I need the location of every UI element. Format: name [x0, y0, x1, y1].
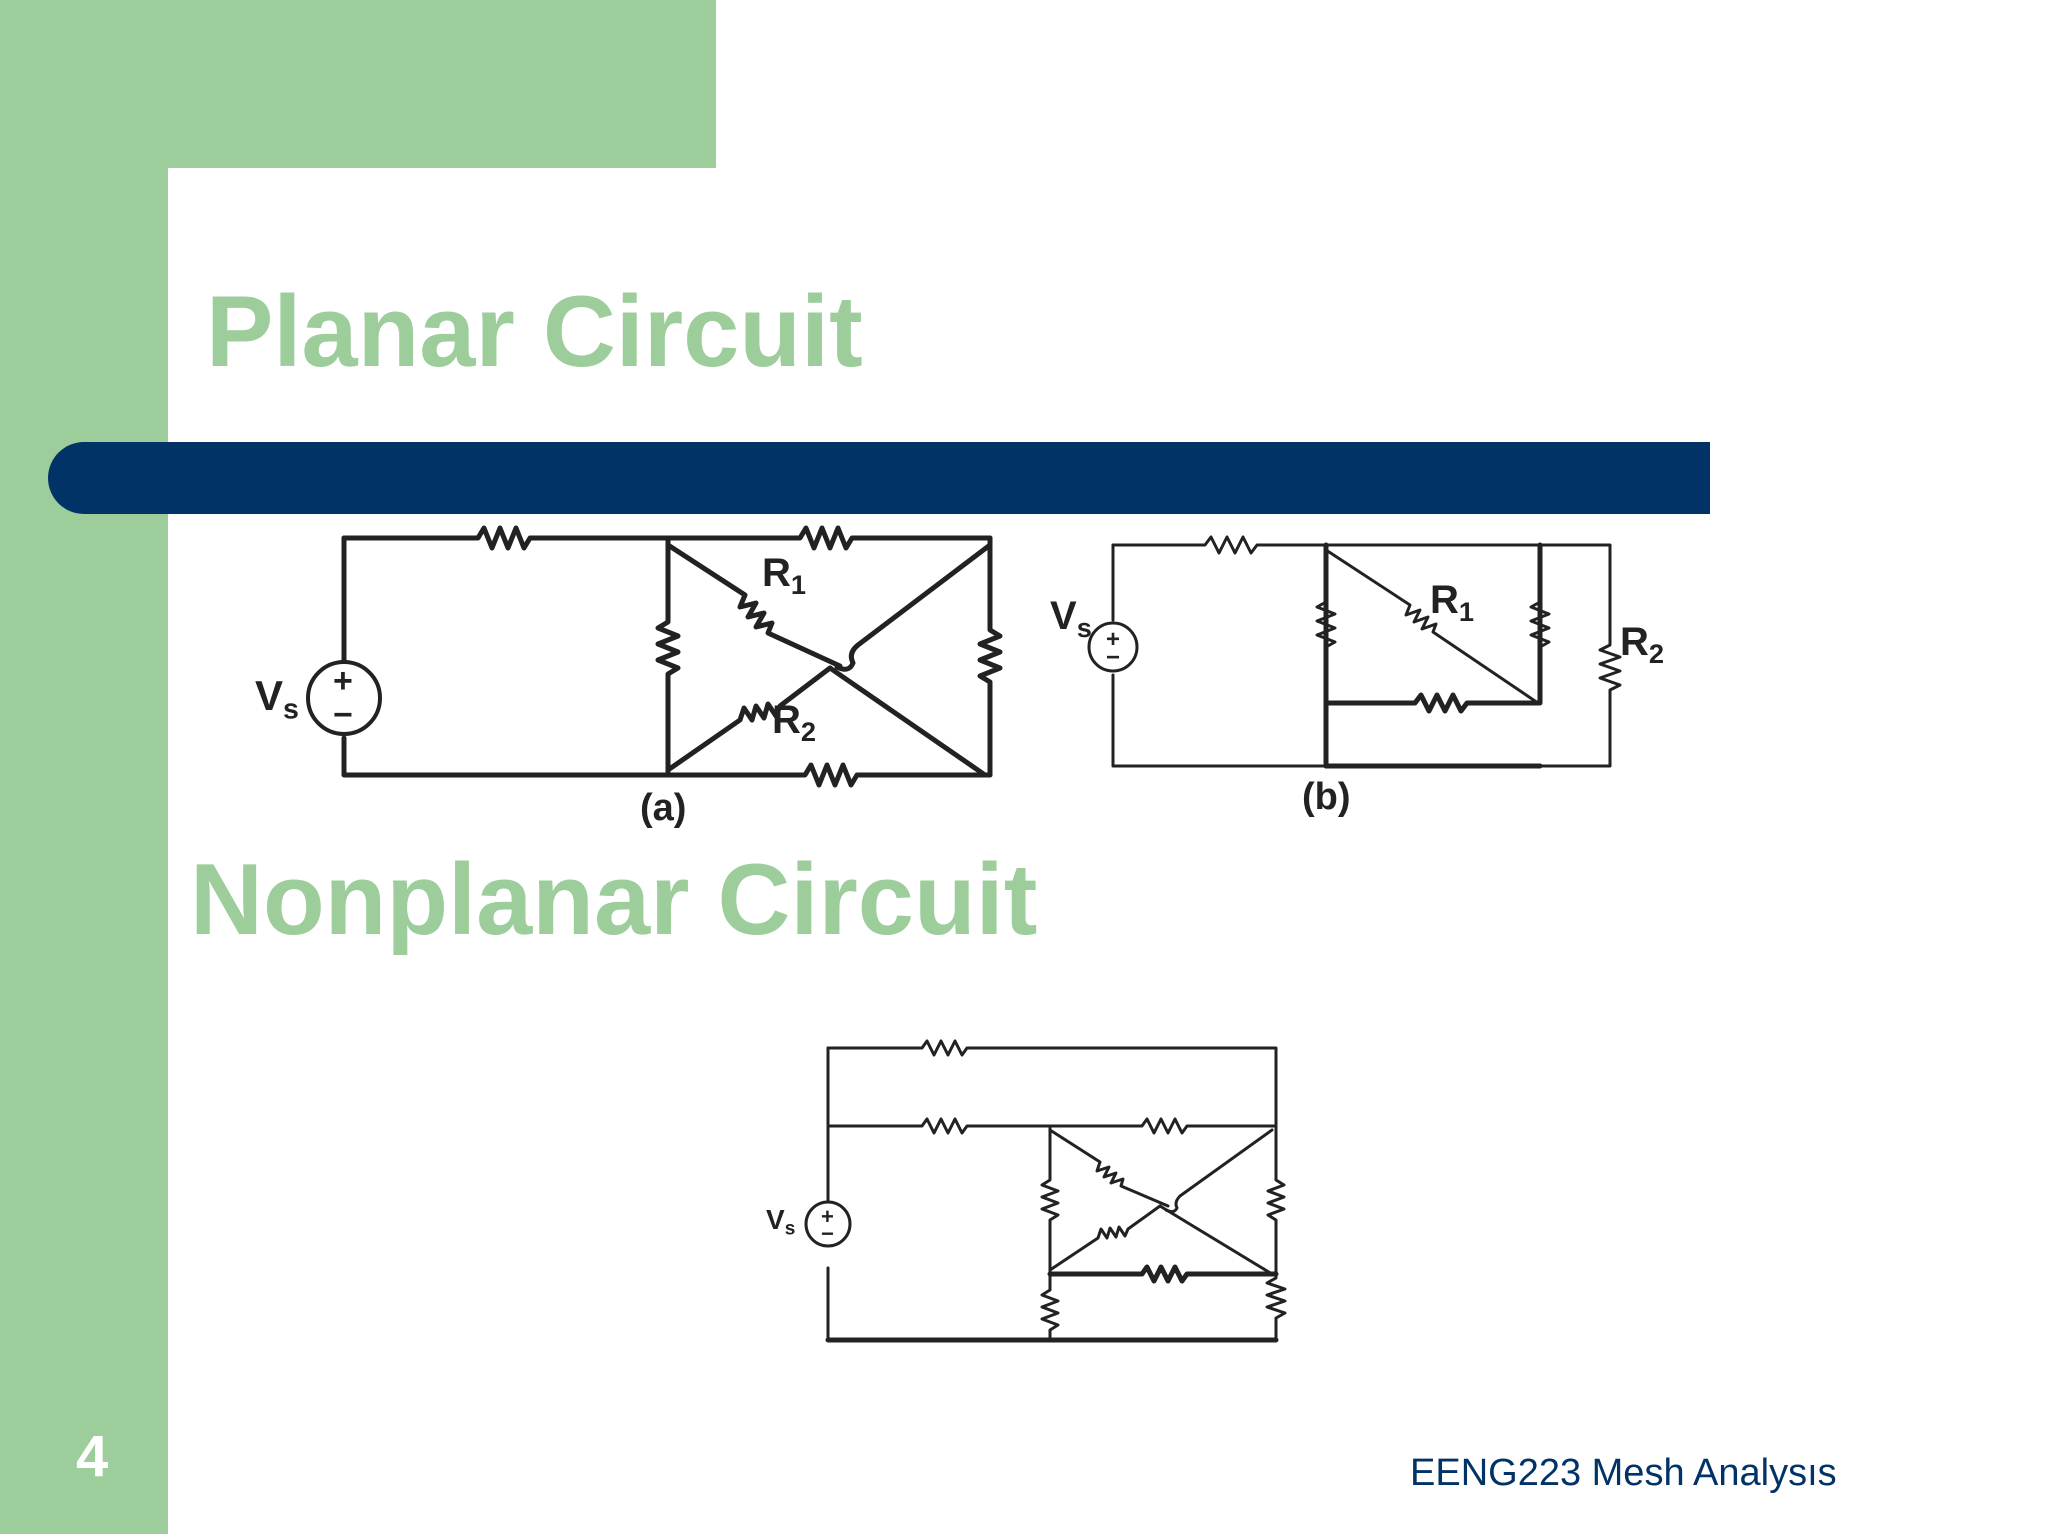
title-divider-bar	[48, 442, 1710, 514]
footer-course-label: EENG223 Mesh Analysıs	[1410, 1452, 1837, 1494]
circuit-nonplanar-plus: +	[821, 1204, 834, 1229]
circuit-a-r2-label: R2	[772, 698, 817, 748]
slide-title: Planar Circuit	[206, 276, 863, 388]
circuit-b-plus: +	[1106, 626, 1121, 653]
circuit-b-caption: (b)	[1302, 776, 1351, 818]
circuit-b-r2-label: R2	[1620, 620, 1665, 670]
section-title-nonplanar: Nonplanar Circuit	[190, 844, 1038, 956]
circuit-a-minus: −	[333, 696, 353, 734]
circuit-nonplanar-source-label: Vs	[766, 1204, 796, 1240]
circuit-a-source-label: Vs	[255, 672, 299, 726]
circuit-a-caption: (a)	[640, 787, 687, 829]
left-accent-band	[0, 0, 168, 1534]
circuit-b-source-label: Vs	[1050, 594, 1092, 644]
circuit-b-r1-label: R1	[1430, 578, 1475, 628]
circuit-a-plus: +	[333, 662, 353, 700]
circuit-nonplanar-minus: −	[821, 1221, 834, 1246]
content-panel	[168, 168, 2048, 1534]
top-accent-band	[0, 0, 716, 168]
circuit-a-r1-label: R1	[762, 551, 807, 601]
circuit-b-minus: −	[1106, 644, 1121, 671]
page-number: 4	[76, 1424, 109, 1489]
